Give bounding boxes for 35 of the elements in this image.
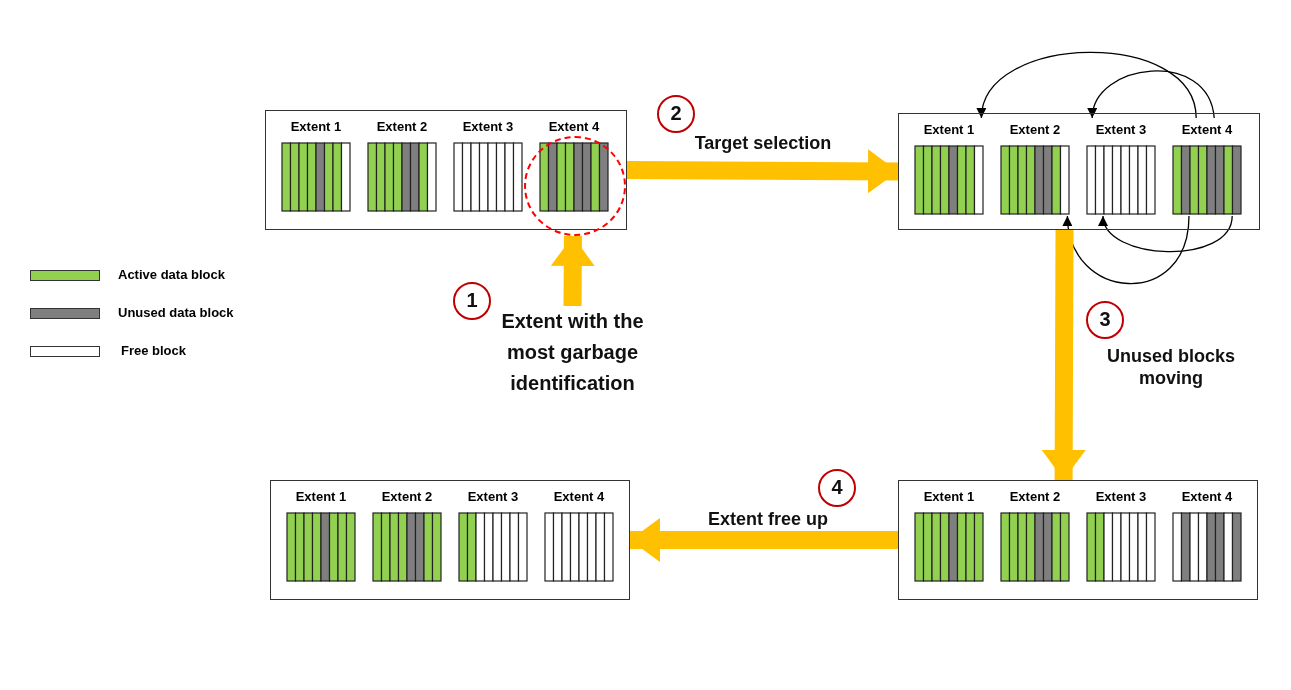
- panel-box: [898, 113, 1260, 230]
- extent-heading: Extent 3: [466, 489, 520, 505]
- curved-arrow: [978, 51, 1197, 119]
- extent-heading: Extent 4: [1180, 489, 1234, 505]
- extent-heading: Extent 4: [547, 119, 601, 135]
- step-number: 4: [818, 469, 856, 507]
- extent-heading: Extent 1: [922, 122, 976, 138]
- block-arrow: [1041, 229, 1086, 481]
- extent-heading: Extent 3: [1094, 122, 1148, 138]
- curved-arrow: [1063, 215, 1190, 285]
- extent-heading: Extent 1: [289, 119, 343, 135]
- legend-label: Unused data block: [118, 305, 234, 321]
- curved-arrow: [1100, 215, 1233, 253]
- extent-heading: Extent 2: [380, 489, 434, 505]
- extent-heading: Extent 2: [1008, 122, 1062, 138]
- legend-label: Active data block: [118, 267, 225, 283]
- extent-heading: Extent 3: [1094, 489, 1148, 505]
- curved-arrow: [1089, 70, 1215, 119]
- block-arrow: [626, 149, 899, 194]
- step-number: 2: [657, 95, 695, 133]
- extent-heading: Extent 2: [375, 119, 429, 135]
- extent-heading: Extent 1: [922, 489, 976, 505]
- extent-heading: Extent 4: [552, 489, 606, 505]
- extent-heading: Extent 3: [461, 119, 515, 135]
- panel-box: [270, 480, 630, 600]
- extent-heading: Extent 1: [294, 489, 348, 505]
- extent-heading: Extent 4: [1180, 122, 1234, 138]
- block-arrow: [630, 518, 898, 562]
- panel-box: [265, 110, 627, 230]
- step-number: 1: [453, 282, 491, 320]
- extent-heading: Extent 2: [1008, 489, 1062, 505]
- block-arrow: [550, 235, 595, 307]
- legend-label: Free block: [121, 343, 187, 359]
- panel-box: [898, 480, 1258, 600]
- step-number: 3: [1086, 301, 1124, 339]
